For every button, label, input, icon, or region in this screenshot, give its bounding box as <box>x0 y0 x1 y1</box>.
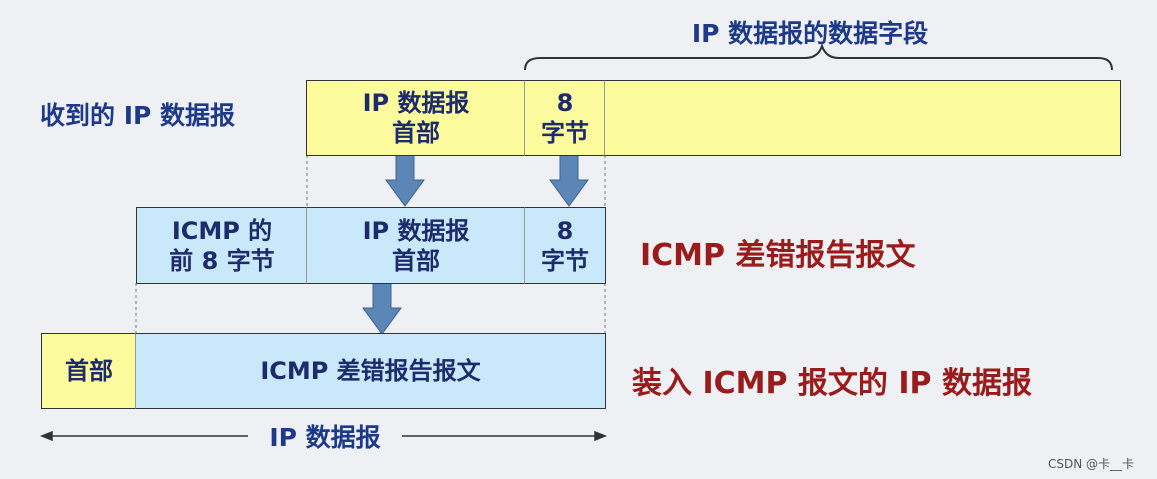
ip-header-line1: IP 数据报 <box>362 89 470 117</box>
guide-lines <box>135 155 606 333</box>
header-cell: 首部 <box>41 333 137 409</box>
arrow-down-icon <box>362 280 402 335</box>
header-text: 首部 <box>65 357 113 385</box>
ip-header-copy-cell: IP 数据报 首部 <box>306 207 526 284</box>
icmp-first-8-bytes-cell: ICMP 的 前 8 字节 <box>136 207 308 284</box>
ip-header-copy-line2: 首部 <box>392 246 440 275</box>
eight-bytes-copy-line2: 字节 <box>541 246 589 275</box>
received-datagram-label: 收到的 IP 数据报 <box>40 101 236 130</box>
icmp-error-body-cell: ICMP 差错报告报文 <box>135 333 606 409</box>
arrow-down-icon <box>385 152 425 207</box>
eight-bytes-copy-line1: 8 <box>556 216 574 245</box>
icmp-error-body-text: ICMP 差错报告报文 <box>260 357 481 385</box>
eight-bytes-line2: 字节 <box>541 119 589 147</box>
eight-bytes-copy-cell: 8 字节 <box>524 207 606 284</box>
eight-bytes-cell: 8 字节 <box>524 80 606 156</box>
icmp-error-message-label: ICMP 差错报告报文 <box>640 238 916 273</box>
arrow-down-icon <box>549 152 589 207</box>
encapsulated-datagram-label: 装入 ICMP 报文的 IP 数据报 <box>632 366 1032 401</box>
ip-datagram-bottom-label: IP 数据报 <box>269 423 381 452</box>
icmp-line1: ICMP 的 <box>171 216 273 245</box>
data-field-rest <box>604 80 1121 156</box>
top-brace <box>524 42 1113 71</box>
ip-header-cell: IP 数据报 首部 <box>306 80 526 156</box>
ip-header-copy-line1: IP 数据报 <box>362 216 470 245</box>
bottom-extent-arrow <box>39 430 608 442</box>
icmp-line2: 前 8 字节 <box>169 246 275 275</box>
watermark: CSDN @卡__卡 <box>1048 457 1135 471</box>
ip-header-line2: 首部 <box>392 119 440 147</box>
data-field-label: IP 数据报的数据字段 <box>691 19 929 48</box>
eight-bytes-line1: 8 <box>556 89 574 117</box>
